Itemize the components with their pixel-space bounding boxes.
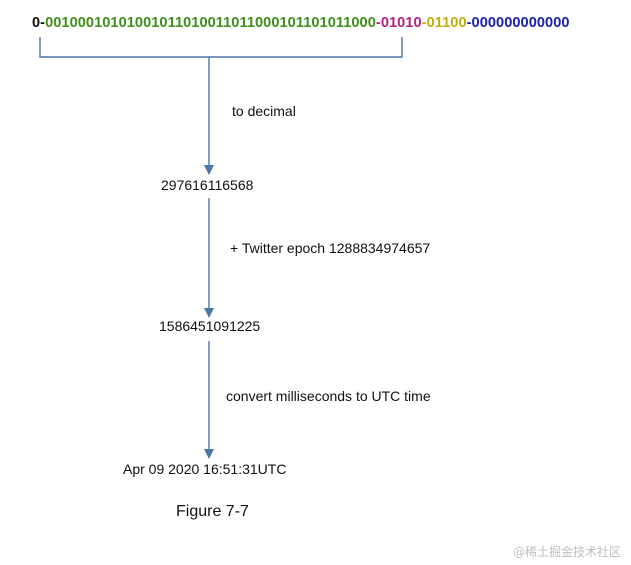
step-label-to-decimal: to decimal <box>232 103 296 119</box>
separator: - <box>466 15 472 31</box>
decimal-value: 297616116568 <box>161 177 254 193</box>
sign-bit: 0 <box>32 15 41 31</box>
timestamp-bracket <box>39 37 403 58</box>
utc-value: Apr 09 2020 16:51:31UTC <box>123 461 287 477</box>
separator: - <box>375 15 381 31</box>
epoch-ms-value: 1586451091225 <box>159 318 261 334</box>
figure-caption: Figure 7-7 <box>176 503 249 520</box>
step-label-convert-utc: convert milliseconds to UTC time <box>226 388 431 404</box>
machine-bits: 01100 <box>426 15 467 31</box>
separator: - <box>40 15 46 31</box>
datacenter-bits: 01010 <box>380 15 422 31</box>
sequence-bits: 000000000000 <box>471 15 570 31</box>
step-label-add-epoch: + Twitter epoch 1288834974657 <box>230 240 431 256</box>
watermark: @稀土掘金技术社区 <box>512 545 621 559</box>
bit-string: 0-00100010101001011010011011000101101011… <box>32 15 570 31</box>
separator: - <box>421 15 427 31</box>
timestamp-bits: 0010001010100101101001101100010110101100… <box>45 15 376 31</box>
